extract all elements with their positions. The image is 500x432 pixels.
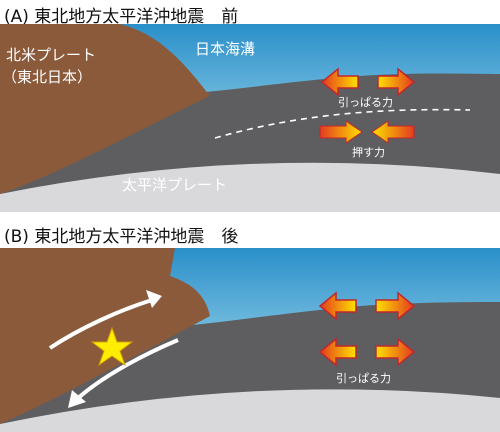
panel-a: (A) 東北地方太平洋沖地震 前 [0, 0, 500, 212]
fault-line [214, 108, 471, 139]
pushing-force-label: 押す力 [352, 145, 385, 159]
epicenter-star-icon [90, 326, 134, 367]
pulling-force-label: 引っぱる力 [338, 95, 393, 109]
north-american-plate [0, 248, 210, 424]
mantle [0, 162, 500, 212]
north-american-plate-label-2: （東北日本） [2, 68, 92, 86]
north-american-plate-top [0, 248, 175, 276]
panel-b: (B) 東北地方太平洋沖地震 後 [0, 216, 500, 432]
north-american-plate [0, 24, 210, 194]
pulling-force-label: 引っぱる力 [336, 371, 391, 385]
panel-a-diagram: 北米プレート （東北日本） 日本海溝 引っぱる力 押す力 太平洋プレート [0, 24, 500, 212]
motion-arrow-icon [68, 338, 179, 408]
pull-arrow-icon [320, 67, 416, 97]
pull-arrow-icon [318, 291, 416, 321]
north-american-plate-label-1: 北米プレート [6, 46, 96, 64]
pull-arrow-icon [318, 337, 416, 367]
mantle [0, 389, 500, 432]
pacific-plate-label: 太平洋プレート [122, 176, 227, 194]
motion-arrow-icon [48, 290, 162, 350]
japan-trench-label: 日本海溝 [195, 40, 255, 58]
panel-a-title: (A) 東北地方太平洋沖地震 前 [4, 7, 239, 27]
panel-b-title: (B) 東北地方太平洋沖地震 後 [4, 227, 239, 247]
push-arrow-icon [319, 120, 415, 144]
panel-b-diagram: 引っぱる力 [0, 248, 500, 432]
